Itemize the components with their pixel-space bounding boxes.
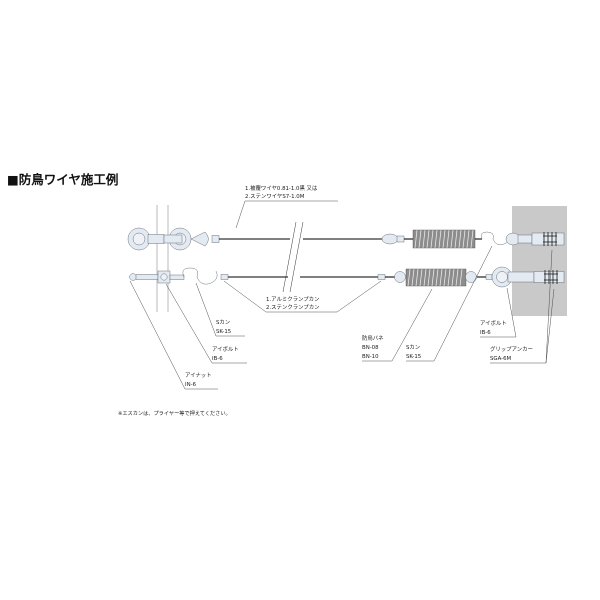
ring-lower-right: [465, 271, 477, 283]
eye-bolt-upper-right: [505, 232, 533, 246]
clamp-upper-right: [381, 233, 405, 245]
s-hook-left-code: SK-15: [216, 329, 231, 335]
clamp-lower-right: [377, 274, 386, 280]
callout-eye-bolt-right: アイボルト IB-6: [480, 287, 517, 338]
bird-spring-lower: [405, 268, 467, 287]
clamp-lower-left: [220, 274, 229, 280]
callout-s-hook-right: Sカン SK-15: [406, 245, 493, 362]
support-post: [156, 205, 169, 312]
bird-spring-name: 防鳥バネ: [362, 334, 384, 342]
grip-anchor-code: SGA-6M: [490, 356, 512, 362]
eye-bolt-right-name: アイボルト: [480, 319, 507, 327]
callout-s-hook-left: Sカン SK-15: [195, 282, 245, 337]
eye-bolt-lower-right: [491, 266, 535, 288]
eye-nut-name: アイナット: [185, 372, 212, 379]
clamp-spec-line2: 2.ステンクランプカン: [266, 304, 320, 311]
bird-spring-code1: BN-08: [362, 345, 379, 351]
wire-spec-line1: 1.被覆ワイヤ0.81-1.0黒 又は: [245, 184, 318, 192]
eye-nut-code: IN-6: [185, 382, 197, 388]
eye-nut-lower: [129, 273, 159, 281]
callout-clamp-spec: 1.アルミクランプカン 2.ステンクランプカン: [223, 280, 382, 313]
s-hook-left-name: Sカン: [216, 319, 230, 326]
upper-wire-assembly: [127, 227, 565, 251]
callout-bird-spring: 防鳥バネ BN-08 BN-10: [362, 288, 433, 362]
clamp-spec-line1: 1.アルミクランプカン: [266, 296, 319, 303]
eye-bolt-lower: [157, 270, 185, 284]
eye-bolt-right-code: IB-6: [480, 330, 491, 336]
eye-bolt-left-name: アイボルト: [212, 345, 239, 353]
callout-eye-bolt-left: アイボルト IB-6: [165, 283, 247, 364]
eye-bolt-left-code: IB-6: [212, 356, 223, 362]
callout-grip-anchor: グリップアンカー SGA-6M: [490, 249, 555, 364]
eye-bolt-upper: [163, 227, 192, 251]
callout-wire-spec: 1.被覆ワイヤ0.81-1.0黒 又は 2.ステンワイヤS7-1.0M: [235, 184, 338, 229]
footnote: ※エスカンは、プライヤー等で押えてください。: [118, 409, 231, 417]
grip-anchor-lower: [533, 270, 565, 284]
grip-anchor-name: グリップアンカー: [490, 345, 533, 353]
s-hook-lower: [182, 267, 218, 285]
wire-spec-line2: 2.ステンワイヤS7-1.0M: [245, 193, 305, 200]
grip-anchor-upper: [531, 232, 565, 246]
callout-eye-nut: アイナット IN-6: [129, 280, 218, 390]
clamp-upper-left: [190, 231, 220, 247]
wall-block: [512, 206, 567, 316]
page-title: ■防鳥ワイヤ施工例: [7, 172, 118, 187]
bird-spring-code2: BN-10: [362, 354, 379, 360]
s-hook-right-code: SK-15: [406, 354, 421, 360]
s-hook-upper: [480, 231, 511, 246]
ring-lower-left: [394, 271, 406, 283]
s-hook-right-name: Sカン: [406, 344, 420, 351]
break-symbol: [282, 221, 304, 293]
bird-spring-upper: [412, 229, 476, 249]
lower-wire-assembly: [129, 266, 565, 288]
eye-nut-upper: [127, 227, 165, 251]
